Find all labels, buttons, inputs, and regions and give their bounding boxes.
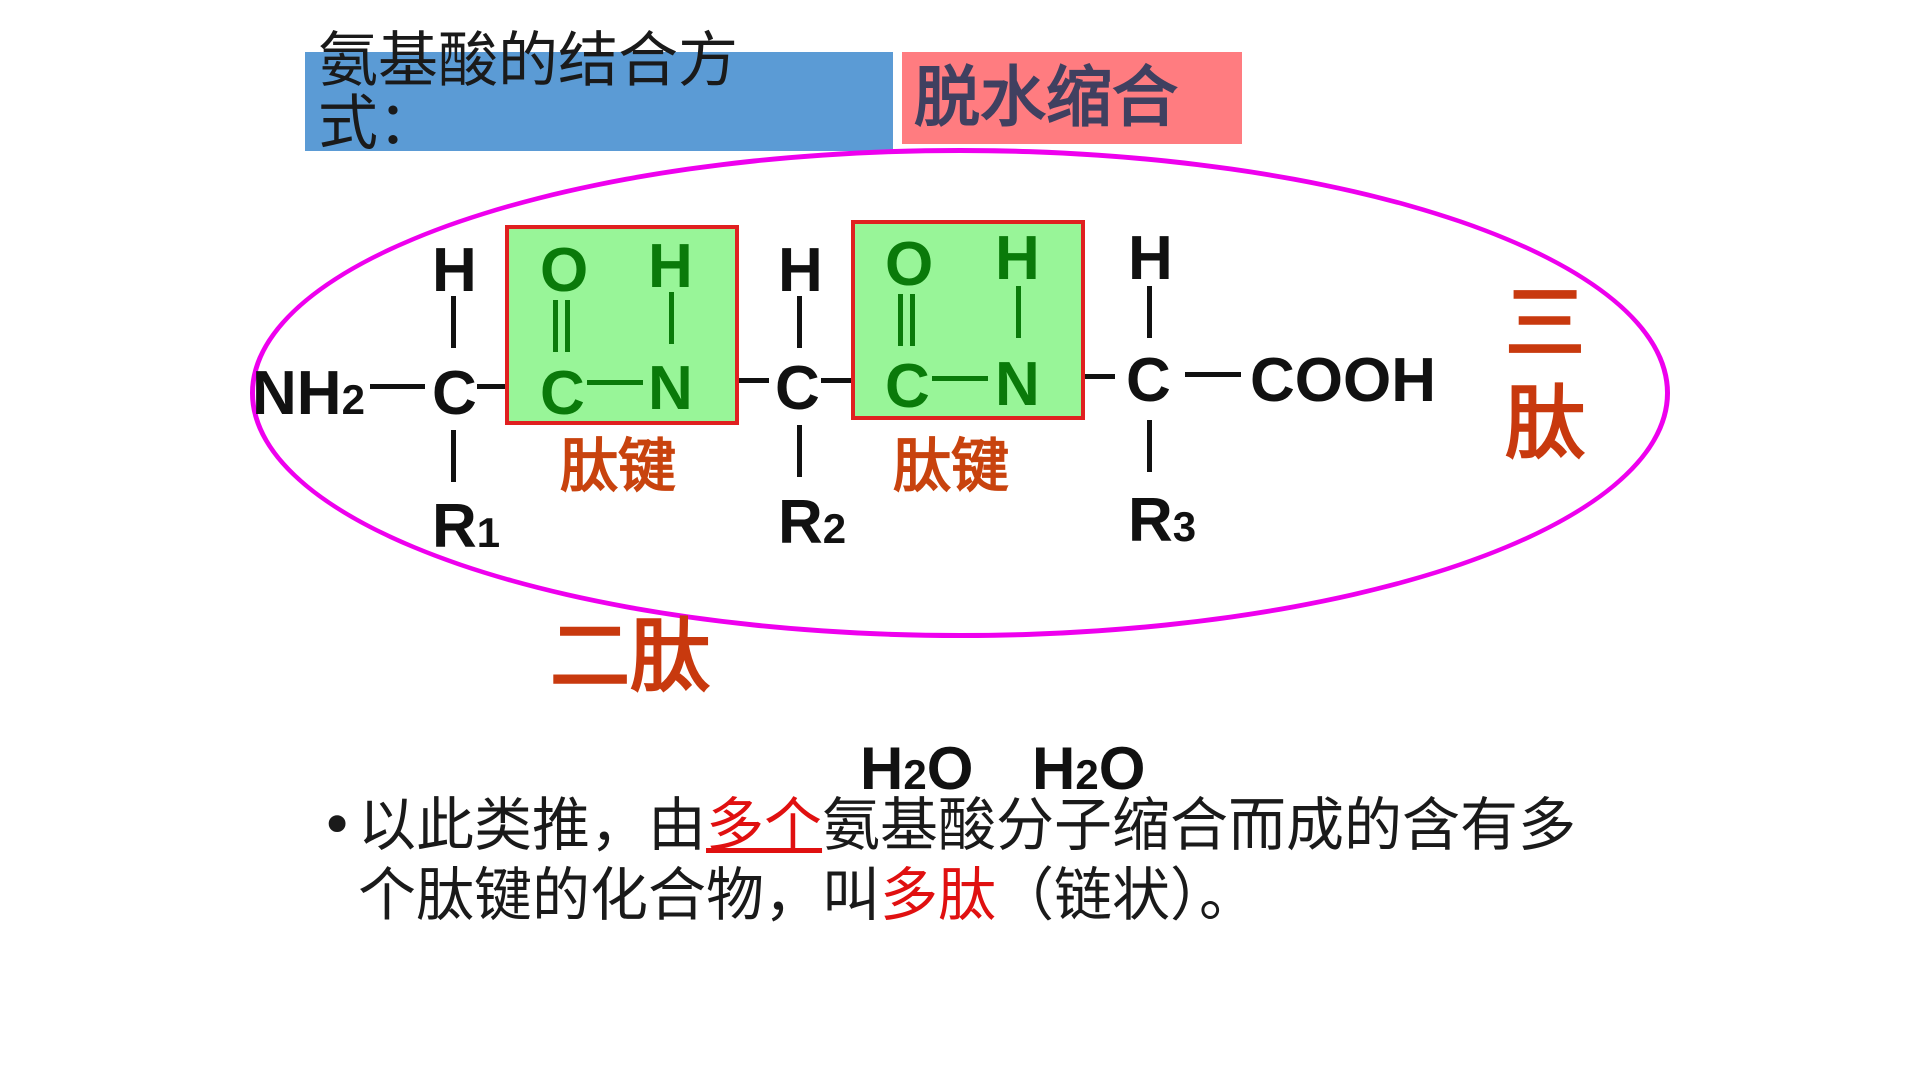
title-background [305, 52, 893, 151]
nitrogen-1: N [648, 354, 693, 423]
tripeptide-label-2: 肽 [1505, 377, 1585, 470]
carboxyl-group: COOH [1250, 346, 1436, 415]
amide-hydrogen-1: H [648, 232, 693, 301]
highlight-many: 多个 [706, 791, 823, 859]
bond-line [669, 292, 674, 344]
reaction-type-badge: 脱水缩合 [914, 59, 1178, 136]
bond-line [1185, 372, 1241, 377]
bond-line [370, 384, 425, 389]
water-molecule-1: H2O [860, 735, 974, 802]
bond-line [1016, 286, 1021, 338]
bond-line [797, 296, 802, 348]
oxygen-2: O [885, 230, 934, 299]
badge-background [902, 52, 1242, 144]
carbon-3: C [1126, 346, 1171, 415]
bond-line [587, 380, 643, 385]
r-group-1: R1 [432, 492, 501, 561]
bond-line [477, 384, 505, 389]
peptide-bond-box-2 [851, 220, 1085, 420]
bond-line [451, 430, 456, 482]
double-bond-line [910, 294, 915, 346]
summary-text: （链状）。 [996, 861, 1258, 929]
double-bond-line [553, 300, 558, 352]
hydrogen-3: H [1128, 224, 1173, 293]
summary-paragraph: 以此类推，由多个氨基酸分子缩合而成的含有多个肽键的化合物，叫多肽（链状）。 [358, 790, 1598, 930]
bond-line [739, 378, 769, 383]
bond-line [1085, 374, 1115, 379]
amino-group: NH2 [252, 359, 365, 428]
hydrogen-2: H [778, 236, 823, 305]
page-title: 氨基酸的结合方式： [318, 26, 738, 159]
r-group-3: R3 [1128, 486, 1197, 555]
oxygen-1: O [540, 236, 589, 305]
water-molecule-2: H2O [1032, 735, 1146, 802]
peptide-bond-label-2: 肽键 [893, 432, 1010, 500]
double-bond-line [898, 294, 903, 346]
bullet-dot: • [320, 791, 355, 859]
nitrogen-2: N [995, 350, 1040, 419]
carbon-2: C [775, 354, 820, 423]
amide-hydrogen-2: H [995, 224, 1040, 293]
bond-line [797, 425, 802, 477]
hydrogen-1: H [432, 236, 477, 305]
bond-line [932, 376, 988, 381]
highlight-polypeptide: 多肽 [880, 861, 997, 929]
dipeptide-label: 二肽 [550, 610, 710, 703]
summary-text: 氨基酸分子缩合而成的含有多个肽键的化合物，叫 [358, 791, 1577, 929]
double-bond-line [565, 300, 570, 352]
tripeptide-label-1: 三 [1505, 277, 1585, 370]
r-group-2: R2 [778, 488, 847, 557]
carbon-1: C [432, 359, 477, 428]
peptide-bond-box-1 [505, 225, 739, 425]
carbonyl-carbon-2: C [885, 352, 930, 421]
bond-line [1147, 420, 1152, 472]
tripeptide-oval [250, 148, 1670, 638]
bond-line [451, 296, 456, 348]
peptide-bond-label-1: 肽键 [560, 432, 677, 500]
bond-line [1147, 286, 1152, 338]
bond-line [821, 378, 851, 383]
carbonyl-carbon-1: C [540, 359, 585, 428]
summary-text: 以此类推，由 [358, 791, 707, 859]
